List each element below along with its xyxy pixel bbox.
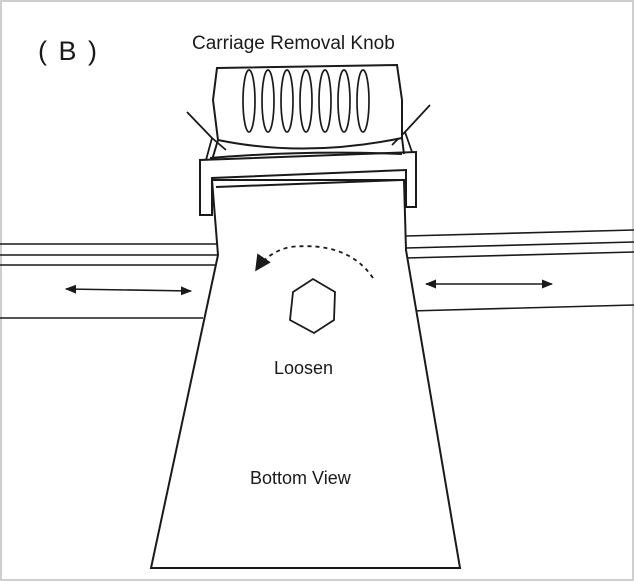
bottom-view-label: Bottom View xyxy=(250,468,352,488)
loosen-label: Loosen xyxy=(274,358,333,378)
rail-left xyxy=(0,243,218,319)
knob-grip-ribs xyxy=(242,69,370,133)
slide-arrow-left xyxy=(64,284,193,296)
rail-right xyxy=(405,229,634,312)
loosen-rotation-arrow xyxy=(255,245,374,279)
carriage-body xyxy=(149,179,462,569)
carriage-collar xyxy=(199,150,417,216)
panel-label: ( B ) xyxy=(38,36,99,66)
knob-label: Carriage Removal Knob xyxy=(192,33,395,54)
carriage-removal-knob xyxy=(209,63,405,161)
hex-bolt-icon xyxy=(289,277,336,335)
